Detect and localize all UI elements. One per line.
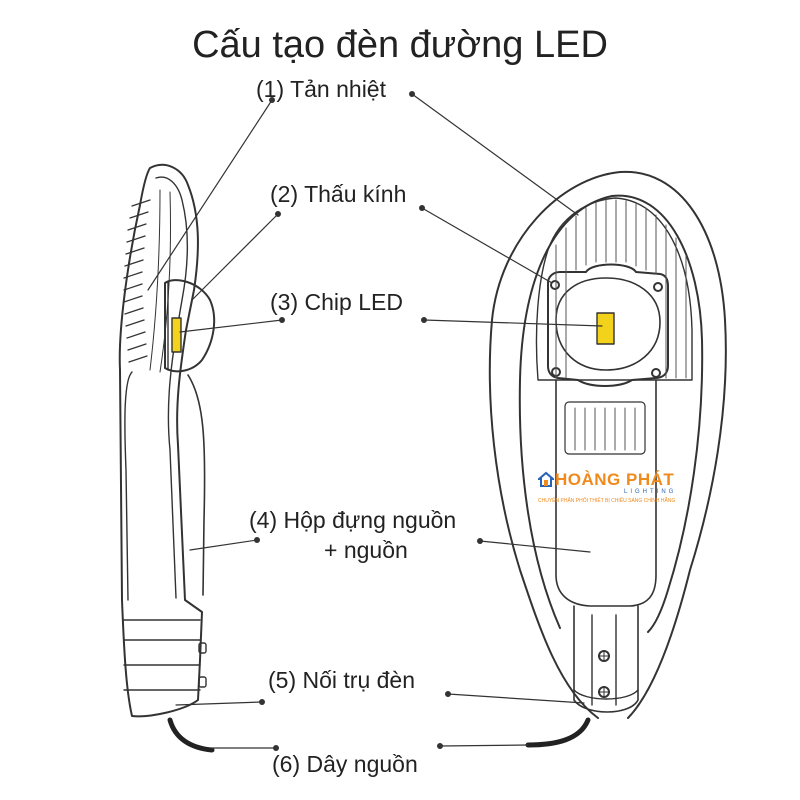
- front-power-cable: [525, 717, 591, 748]
- front-pole-clamp: [573, 605, 639, 713]
- side-power-cable: [167, 717, 215, 753]
- front-screw-top: [598, 650, 610, 662]
- leader-pole-left: [175, 701, 263, 706]
- side-housing-rim: [124, 371, 133, 601]
- side-pole-clamp: [123, 619, 201, 691]
- side-screw-top: [198, 642, 207, 654]
- front-power-box-vent: [564, 401, 646, 455]
- front-outer-shell: [488, 170, 727, 719]
- leader-heat-sink-right: [411, 93, 579, 216]
- front-view-lamp: [488, 170, 727, 748]
- front-screw-top-cross: [599, 651, 609, 661]
- leader-power-box-right: [479, 540, 591, 553]
- side-power-box: [187, 374, 206, 596]
- label-power-supply: + nguồn: [324, 537, 408, 563]
- front-power-box: [555, 379, 657, 607]
- front-heat-sink-area: [535, 197, 693, 381]
- side-led-chip: [171, 317, 182, 353]
- front-lens-bolt-tr: [653, 282, 663, 292]
- side-view-lamp: [118, 163, 216, 753]
- brand-subtitle: LIGHTING: [624, 489, 677, 495]
- front-heat-fins: [555, 199, 687, 451]
- side-screw-bottom: [198, 676, 207, 688]
- side-heat-fins: [123, 189, 171, 373]
- leader-cable-right: [439, 744, 529, 747]
- front-lens-glass: [555, 277, 661, 371]
- leader-lens-right: [421, 207, 553, 284]
- leader-power-box-left: [189, 539, 258, 551]
- side-housing-inner: [155, 176, 188, 599]
- front-screw-bottom-cross: [599, 687, 609, 697]
- label-power-cable: (6) Dây nguồn: [272, 751, 418, 777]
- leader-dots: [254, 91, 483, 751]
- front-clamp-ring: [573, 689, 639, 700]
- leader-lines: [147, 93, 603, 749]
- front-clamp-plate: [591, 614, 617, 706]
- diagram-title: Cấu tạo đèn đường LED: [192, 24, 608, 66]
- brand-name: HOÀNG PHÁT: [555, 470, 675, 489]
- leader-chip-left: [179, 319, 283, 333]
- label-lens: (2) Thấu kính: [270, 181, 407, 207]
- front-inner-shell: [518, 194, 704, 633]
- label-power-box: (4) Hộp đựng nguồn: [249, 507, 457, 533]
- leader-pole-right: [447, 693, 585, 704]
- label-led-chip: (3) Chip LED: [270, 289, 403, 315]
- leader-lens-left: [191, 213, 279, 301]
- front-led-chip: [596, 312, 615, 345]
- side-housing-outline: [118, 163, 203, 718]
- front-lens-bolt-br: [651, 368, 661, 378]
- side-lens-dome: [164, 279, 216, 373]
- front-screw-bottom: [598, 686, 610, 698]
- label-pole-connector: (5) Nối trụ đèn: [268, 667, 416, 693]
- front-lens-bolt-tl: [550, 280, 560, 290]
- leader-chip-right: [423, 319, 603, 327]
- front-lens-frame: [547, 263, 669, 387]
- house-logo-icon: [538, 471, 554, 487]
- brand-slogan: CHUYÊN PHÂN PHỐI THIẾT BỊ CHIẾU SÁNG CHÍ…: [538, 498, 676, 504]
- leader-heat-sink-left: [147, 99, 273, 291]
- label-heat-sink: (1) Tản nhiệt: [256, 76, 386, 102]
